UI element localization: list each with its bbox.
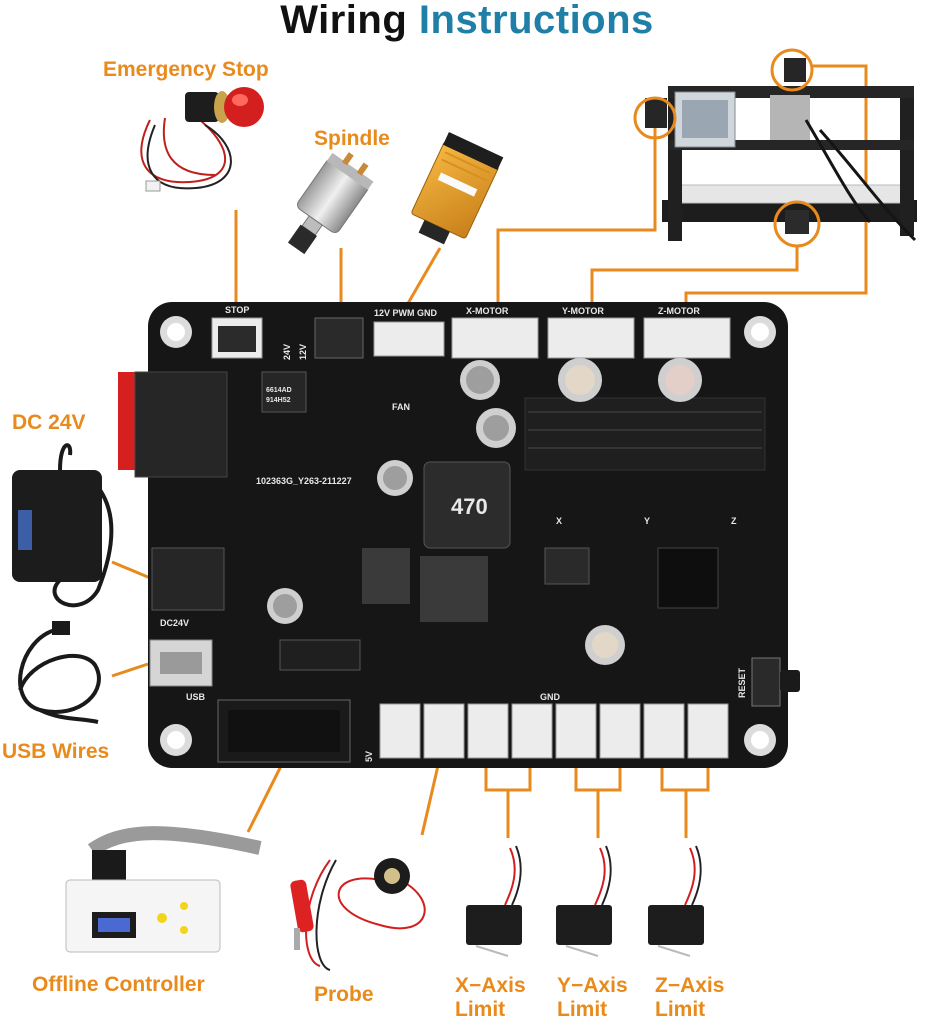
title-part-1: Wiring — [280, 0, 408, 42]
usb-cable-device — [18, 621, 101, 724]
board-label-y-motor: Y-MOTOR — [562, 306, 604, 316]
line-y-motor — [590, 245, 799, 312]
page-title: Wiring Instructions — [0, 0, 934, 43]
board-label-24v: 24V — [282, 344, 292, 360]
label-spindle: Spindle — [314, 127, 390, 150]
label-z-axis-limit: Z−Axis Limit — [655, 974, 724, 1021]
label-y-axis-line2: Limit — [557, 997, 608, 1021]
label-x-axis-line1: X−Axis — [455, 974, 526, 997]
emergency-stop-device — [140, 87, 264, 192]
label-probe: Probe — [314, 983, 374, 1006]
line-z-limit — [660, 768, 710, 838]
label-x-axis-line2: Limit — [455, 997, 506, 1021]
limit-switch-y-device — [556, 845, 612, 957]
label-z-axis-line2: Limit — [655, 997, 706, 1021]
line-usb — [111, 662, 149, 678]
board-label-12v: 12V — [298, 344, 308, 360]
board-label-pwm: 12V PWM GND — [374, 308, 438, 318]
board-label-inductor: 470 — [451, 494, 488, 519]
board-label-reset: RESET — [737, 667, 747, 698]
control-board: STOP 12V PWM GND X-MOTOR Y-MOTOR Z-MOTOR… — [118, 302, 800, 768]
label-x-axis-limit: X−Axis Limit — [455, 974, 526, 1021]
label-dc24v: DC 24V — [12, 411, 86, 434]
label-usb-wires: USB Wires — [2, 740, 110, 763]
line-offline-controller — [246, 757, 287, 833]
line-dc24v — [111, 560, 156, 582]
chip-text-2: 914H52 — [266, 397, 291, 404]
board-label-stop: STOP — [225, 305, 249, 315]
line-x-motor — [496, 122, 657, 312]
label-emergency-stop: Emergency Stop — [103, 58, 269, 81]
probe-device — [290, 858, 426, 971]
label-y-axis-limit: Y−Axis Limit — [557, 974, 628, 1021]
board-label-model: 102363G_Y263-211227 — [256, 476, 352, 486]
cnc-machine-device — [633, 48, 917, 248]
board-label-gnd: GND — [540, 692, 561, 702]
limit-switch-x-device — [466, 845, 522, 957]
board-label-fan: FAN — [392, 402, 410, 412]
board-label-y: Y — [644, 516, 650, 526]
board-label-x-motor: X-MOTOR — [466, 306, 509, 316]
label-offline-controller: Offline Controller — [32, 973, 205, 996]
board-label-5v: 5V — [364, 751, 374, 762]
laser-module-device — [411, 132, 504, 245]
power-adapter-device — [12, 443, 114, 608]
line-z-motor — [684, 64, 868, 312]
line-x-limit — [484, 768, 532, 838]
board-label-usb: USB — [186, 692, 206, 702]
title-part-2: Instructions — [418, 0, 654, 42]
line-probe — [420, 756, 442, 836]
line-y-limit — [574, 768, 622, 838]
spindle-device — [287, 152, 374, 255]
board-label-z: Z — [731, 516, 737, 526]
label-y-axis-line1: Y−Axis — [557, 974, 628, 997]
board-label-x: X — [556, 516, 562, 526]
board-label-dc24v: DC24V — [160, 618, 189, 628]
board-label-z-motor: Z-MOTOR — [658, 306, 700, 316]
limit-switch-z-device — [648, 845, 704, 957]
connection-lines — [111, 64, 868, 838]
line-laser — [401, 247, 442, 313]
offline-controller-device — [65, 826, 262, 953]
chip-text-1: 6614AD — [266, 387, 292, 394]
label-z-axis-line1: Z−Axis — [655, 974, 725, 997]
